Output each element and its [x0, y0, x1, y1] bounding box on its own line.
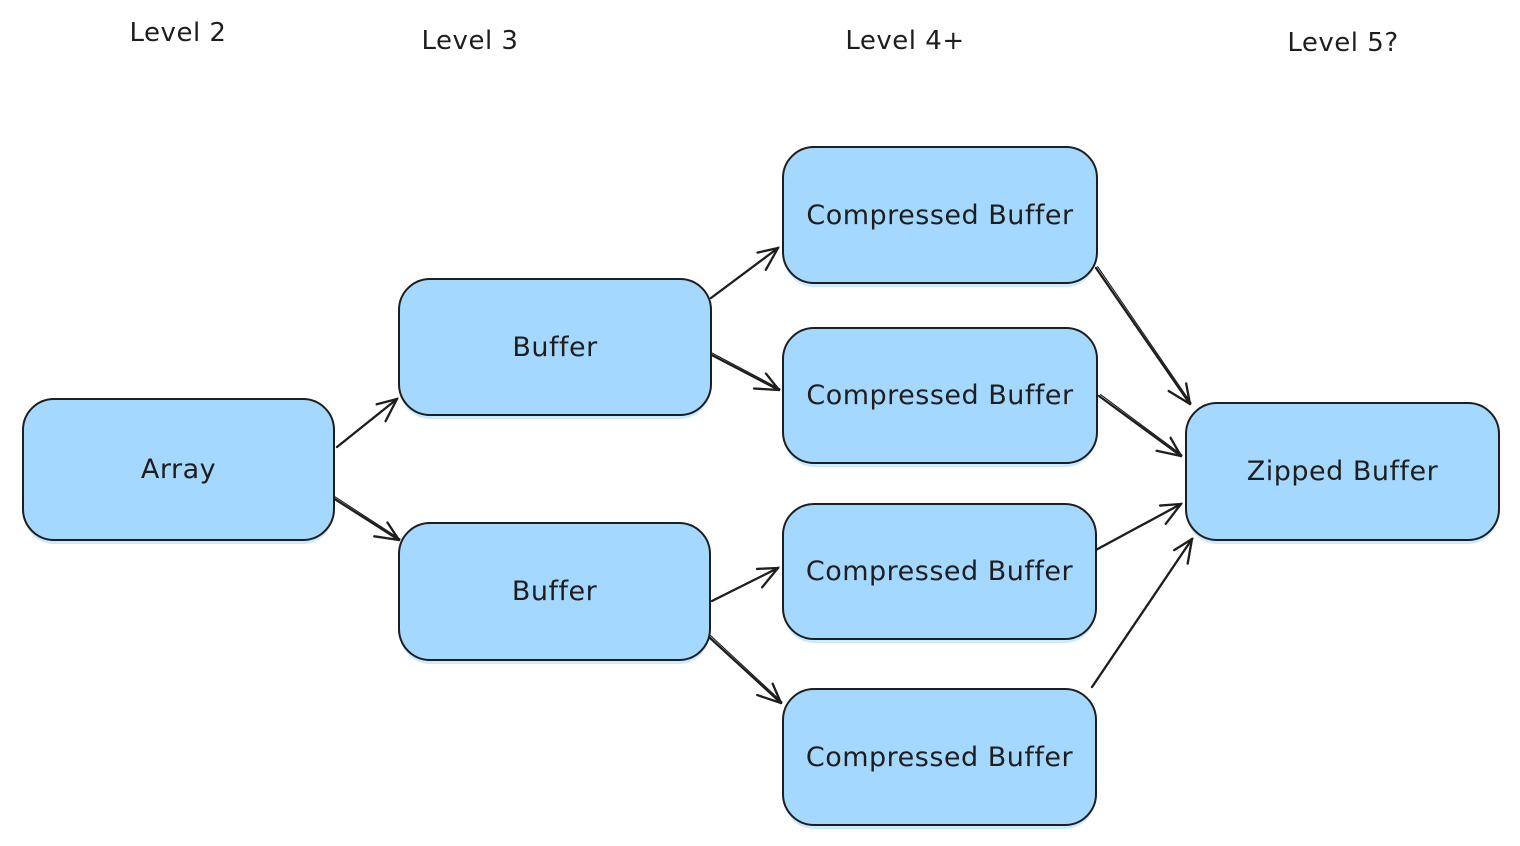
column-label-level-4: Level 4+ — [845, 26, 965, 56]
node-label: Buffer — [511, 576, 598, 607]
column-label-level-2: Level 2 — [129, 18, 227, 48]
node-label: Zipped Buffer — [1246, 456, 1439, 487]
arrow-buffer-2-to-compressed-buffer-3 — [710, 566, 780, 603]
node-compressed-buffer-2[interactable]: Compressed Buffer — [782, 327, 1098, 464]
arrow-buffer-2-to-compressed-buffer-4 — [707, 635, 783, 705]
node-zipped-buffer[interactable]: Zipped Buffer — [1185, 402, 1500, 541]
node-label: Compressed Buffer — [806, 199, 1074, 231]
arrow-compressed-buffer-1-to-zipped-buffer — [1094, 266, 1192, 406]
arrow-array-to-buffer-2 — [328, 494, 401, 542]
node-array[interactable]: Array — [22, 398, 335, 541]
column-label-level-5: Level 5? — [1287, 28, 1399, 58]
arrow-compressed-buffer-4-to-zipped-buffer — [1090, 537, 1194, 689]
node-buffer-2[interactable]: Buffer — [398, 522, 711, 661]
node-label: Compressed Buffer — [805, 556, 1074, 587]
arrow-compressed-buffer-2-to-zipped-buffer — [1097, 394, 1183, 458]
arrow-array-to-buffer-1 — [335, 397, 399, 449]
node-compressed-buffer-1[interactable]: Compressed Buffer — [782, 146, 1098, 284]
arrow-buffer-1-to-compressed-buffer-1 — [709, 246, 780, 300]
arrow-buffer-1-to-compressed-buffer-2 — [702, 349, 781, 392]
node-label: Array — [140, 454, 217, 485]
arrow-compressed-buffer-3-to-zipped-buffer — [1092, 502, 1183, 553]
node-compressed-buffer-4[interactable]: Compressed Buffer — [782, 688, 1097, 826]
node-label: Compressed Buffer — [805, 741, 1074, 773]
column-label-level-3: Level 3 — [421, 26, 519, 56]
node-buffer-1[interactable]: Buffer — [398, 278, 712, 416]
node-compressed-buffer-3[interactable]: Compressed Buffer — [782, 503, 1097, 640]
node-label: Buffer — [512, 331, 598, 363]
node-label: Compressed Buffer — [806, 380, 1074, 411]
